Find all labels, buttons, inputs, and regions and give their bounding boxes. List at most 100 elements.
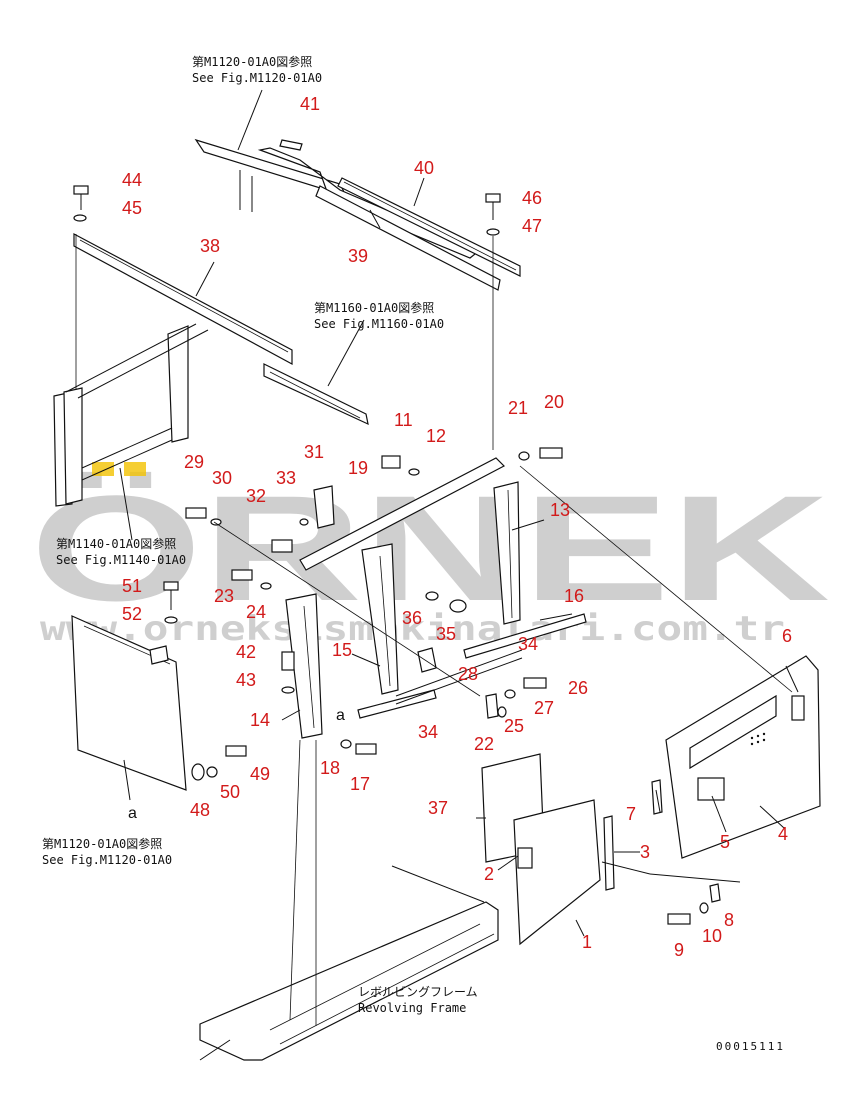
watermark-url: www.orneksismakinalari.com.tr <box>40 609 785 649</box>
part-number: 2 <box>484 864 494 884</box>
part-number: 9 <box>674 940 684 960</box>
callout-a-left: a <box>128 805 137 822</box>
top-rail-assembly <box>194 138 521 291</box>
clip-8 <box>709 883 721 903</box>
left-panel-assembly <box>71 615 187 791</box>
bracket-m1160 <box>263 363 369 426</box>
ref-bottom-left-en: See Fig.M1120-01A0 <box>42 853 172 867</box>
washer-25 <box>497 706 507 718</box>
part-numbers: 1 2 3 4 5 6 7 8 9 10 11 12 13 14 15 16 1… <box>122 94 792 960</box>
part-number: 29 <box>184 452 204 472</box>
part-number: 14 <box>250 710 270 730</box>
part-number: 35 <box>436 624 456 644</box>
part-number: 24 <box>246 602 266 622</box>
part-number: 33 <box>276 468 296 488</box>
part-number: 28 <box>458 664 478 684</box>
bolt-11 <box>381 455 401 469</box>
bolt-20 <box>539 447 563 459</box>
part-number: 32 <box>246 486 266 506</box>
strip-3 <box>603 815 615 891</box>
nut-35 <box>449 599 467 613</box>
part-number: 11 <box>394 410 413 430</box>
fasteners <box>73 185 721 925</box>
washer-50 <box>206 766 218 778</box>
ref-middle-jp: 第M1160-01A0図参照 <box>314 300 434 315</box>
bolt-23 <box>231 569 253 581</box>
washer-45 <box>73 214 87 222</box>
bolt-9 <box>667 913 691 925</box>
part-number: 39 <box>348 246 368 266</box>
watermark-accent-bar-1 <box>92 462 114 476</box>
part-number: 15 <box>332 640 352 660</box>
part-number: 50 <box>220 782 240 802</box>
part-number: 17 <box>350 774 370 794</box>
bolt-51 <box>163 581 179 591</box>
part-number: 22 <box>474 734 494 754</box>
bolt-46 <box>485 193 501 203</box>
part-number: 51 <box>122 576 142 596</box>
frame-19-assembly <box>285 457 587 739</box>
part-number: 7 <box>626 804 636 824</box>
ref-left-jp: 第M1140-01A0図参照 <box>56 536 176 551</box>
part-number: 48 <box>190 800 210 820</box>
door-lock-6 <box>791 695 805 721</box>
ref-top-jp: 第M1120-01A0図参照 <box>192 54 312 69</box>
part-number: 47 <box>522 216 542 236</box>
part-number: 20 <box>544 392 564 412</box>
right-frame-post <box>167 325 189 443</box>
part-number: 37 <box>428 798 448 818</box>
pin-41-part <box>279 139 303 151</box>
part-number: 36 <box>402 608 422 628</box>
part-number: 12 <box>426 426 446 446</box>
post-13-part <box>493 481 521 625</box>
part-number: 41 <box>300 94 320 114</box>
door-panel-4 <box>665 655 821 859</box>
washer-24 <box>260 582 272 590</box>
part-number: 6 <box>782 626 792 646</box>
part-number: 45 <box>122 198 142 218</box>
ref-top-en: See Fig.M1120-01A0 <box>192 71 322 85</box>
bolt-44 <box>73 185 89 195</box>
header-beam-part <box>257 147 482 259</box>
washer-43 <box>281 686 295 694</box>
left-cover-hinge <box>149 645 169 665</box>
watermark-accent-bar-2 <box>124 462 146 476</box>
part-number: 16 <box>564 586 584 606</box>
part-number: 13 <box>550 500 570 520</box>
washer-21 <box>518 451 530 461</box>
washer-12 <box>408 468 420 476</box>
washer-27 <box>504 689 516 699</box>
part-number: 3 <box>640 842 650 862</box>
door-latch-5 <box>697 777 725 801</box>
part-number: 46 <box>522 188 542 208</box>
part-number: 30 <box>212 468 232 488</box>
ref-bottom-left-jp: 第M1120-01A0図参照 <box>42 836 162 851</box>
ref-frame-jp: レボルビングフレーム <box>358 985 478 999</box>
post-15-part <box>361 543 399 695</box>
washer-18 <box>340 739 352 749</box>
left-frame-post-front <box>63 387 83 505</box>
part-number: 19 <box>348 458 368 478</box>
clip-28-part <box>417 647 437 673</box>
rail-16-part <box>463 613 587 659</box>
part-number: 34 <box>518 634 538 654</box>
part-number: 34 <box>418 722 438 742</box>
part-number: 23 <box>214 586 234 606</box>
part-number: 18 <box>320 758 340 778</box>
rail-detail <box>343 181 517 271</box>
washer-36 <box>425 591 439 601</box>
washer-10 <box>699 902 709 914</box>
washer-30 <box>210 518 222 526</box>
ref-middle-en: See Fig.M1160-01A0 <box>314 317 444 331</box>
reference-notes: 第M1120-01A0図参照 See Fig.M1120-01A0 第M1160… <box>42 54 478 1015</box>
bolt-42 <box>281 651 295 671</box>
bolt-17 <box>355 743 377 755</box>
revolving-frame-part <box>199 901 499 1061</box>
part-number: 27 <box>534 698 554 718</box>
callout-a-middle: a <box>336 707 345 724</box>
part-number: 40 <box>414 158 434 178</box>
bolt-26 <box>523 677 547 689</box>
revolving-frame <box>199 865 499 1061</box>
washer-47 <box>486 228 500 236</box>
bolt-29 <box>185 507 207 519</box>
